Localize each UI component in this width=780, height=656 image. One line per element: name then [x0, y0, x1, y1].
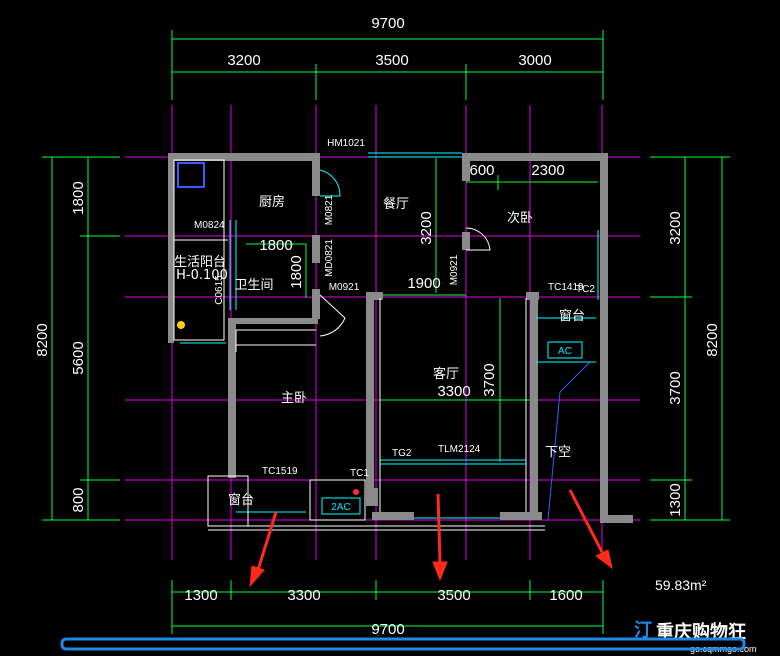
floor-area: 59.83m² [655, 577, 707, 593]
dim-bottom-seg-2: 3300 [287, 587, 320, 604]
room-utility-balcony-level: H-0.100 [176, 268, 228, 283]
dim-top-seg-2: 3500 [375, 52, 408, 69]
tag-ac: AC [558, 346, 572, 357]
walls [168, 153, 633, 523]
tag-m0921-b: M0921 [449, 254, 460, 285]
room-utility-balcony: 生活阳台 [174, 255, 226, 270]
tag-tg2: TG2 [392, 448, 412, 459]
dim-inner-1900: 1900 [407, 275, 440, 292]
dim-top-seg-1: 3200 [227, 52, 260, 69]
dim-inner-1800-h: 1800 [259, 237, 292, 254]
dim-left-total: 8200 [34, 323, 51, 356]
room-bay-window-1: 窗台 [228, 492, 254, 508]
dim-inner-600: 600 [469, 162, 494, 179]
room-void: 下空 [545, 445, 571, 460]
dim-right-seg-1: 3200 [667, 211, 684, 244]
dim-inner-1800-v: 1800 [288, 255, 305, 288]
dimension-lines [42, 30, 730, 634]
dim-left-seg-2: 5600 [70, 341, 87, 374]
tag-hm1021: HM1021 [327, 138, 365, 149]
stove-icon [177, 162, 205, 188]
dim-right-seg-2: 3700 [667, 371, 684, 404]
dim-right-seg-3: 1300 [667, 483, 684, 516]
dim-bottom-total: 9700 [371, 621, 404, 638]
watermark-glyph: 汀 [634, 620, 652, 641]
dim-left-seg-3: 800 [70, 487, 87, 512]
tag-m0821: M0821 [324, 194, 335, 225]
dim-inner-3200: 3200 [418, 211, 435, 244]
tag-c0615: C0615 [214, 275, 225, 305]
drain-icon [177, 321, 185, 329]
tag-tc1419: TC1419 [548, 282, 584, 293]
room-bay-window-2: 窗台 [559, 308, 585, 324]
room-second-bedroom: 次卧 [507, 210, 533, 226]
tag-2ac: 2AC [331, 502, 350, 513]
room-living: 客厅 [433, 366, 459, 382]
dim-inner-2300: 2300 [531, 162, 564, 179]
dim-inner-3300: 3300 [437, 383, 470, 400]
tag-md0821: MD0821 [324, 239, 335, 277]
tag-tlm2124: TLM2124 [438, 444, 481, 455]
room-bathroom: 卫生间 [234, 278, 273, 293]
red-arrows [249, 489, 613, 588]
dim-top-seg-3: 3000 [518, 52, 551, 69]
dim-top-total: 9700 [371, 15, 404, 32]
room-dining: 餐厅 [383, 196, 409, 212]
dim-bottom-seg-1: 1300 [184, 587, 217, 604]
dim-left-seg-1: 1800 [70, 181, 87, 214]
room-master-bedroom: 主卧 [281, 391, 307, 406]
dim-right-total: 8200 [704, 323, 721, 356]
interior-lines [173, 159, 545, 531]
dim-bottom-seg-3: 3500 [437, 587, 470, 604]
tag-m0921-a: M0921 [329, 282, 360, 293]
tag-tc2: TC2 [576, 284, 595, 295]
tag-tc1: TC1 [350, 468, 369, 479]
dim-bottom-seg-4: 1600 [549, 587, 582, 604]
tag-tc1519: TC1519 [262, 466, 298, 477]
horizontal-scrollbar[interactable] [60, 637, 746, 651]
dim-inner-3700: 3700 [481, 363, 498, 396]
room-kitchen: 厨房 [259, 194, 285, 210]
floor-drain-icon [353, 489, 359, 495]
tag-m0824: M0824 [194, 220, 225, 231]
